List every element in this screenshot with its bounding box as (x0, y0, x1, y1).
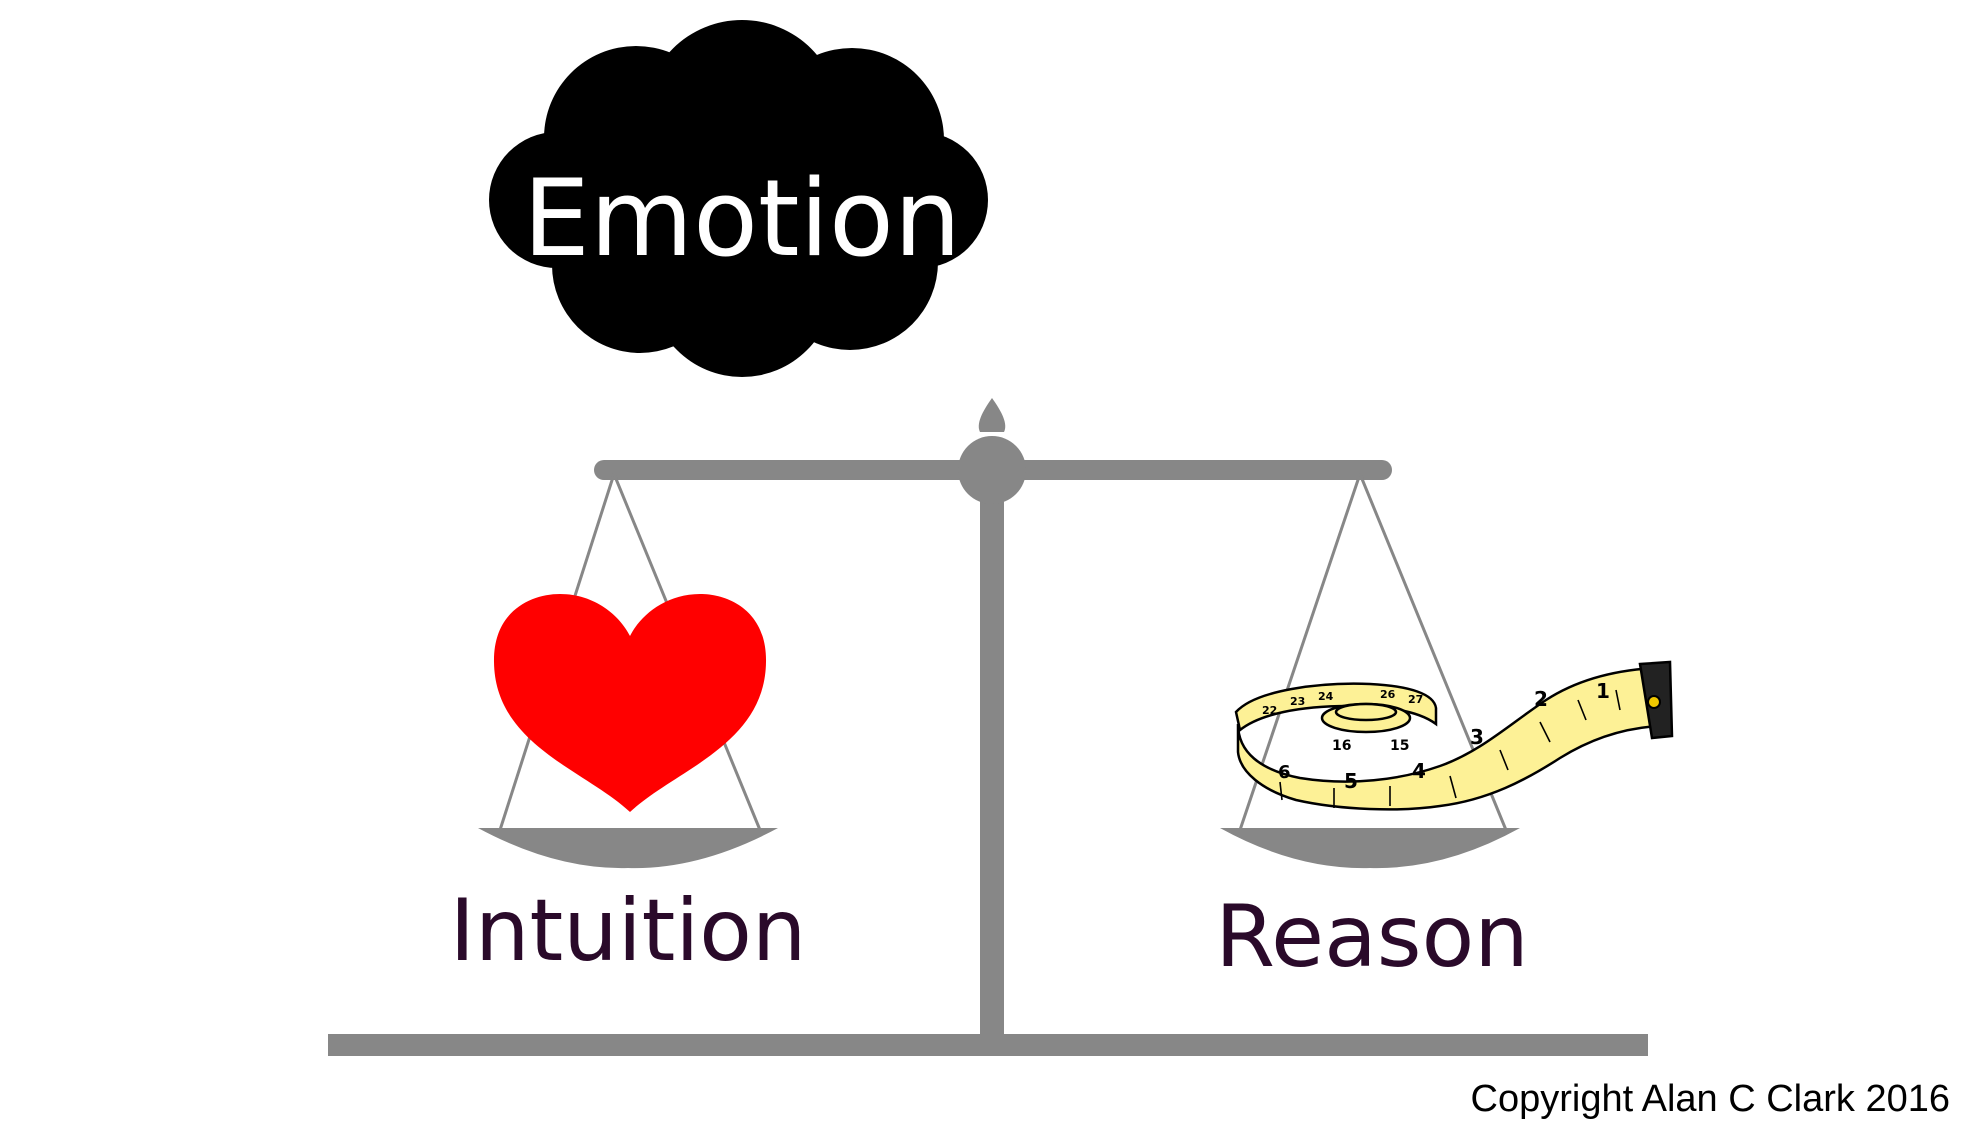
emotion-label: Emotion (523, 157, 961, 280)
scale (328, 398, 1648, 1056)
heart-icon (493, 594, 767, 812)
svg-text:5: 5 (1344, 769, 1358, 793)
scale-base (328, 1034, 1648, 1056)
svg-text:6: 6 (1278, 762, 1291, 783)
intuition-label: Intuition (450, 881, 807, 981)
right-pan-dish (1220, 828, 1520, 869)
tape-numbers: 6 5 4 3 2 1 16 15 22 23 24 26 27 (1262, 679, 1610, 793)
left-pan: Intuition (450, 473, 807, 981)
left-pan-dish (478, 828, 778, 869)
svg-text:24: 24 (1318, 690, 1334, 703)
emotion-cloud: Emotion (489, 20, 988, 377)
copyright-text: Copyright Alan C Clark 2016 (1471, 1078, 1950, 1120)
svg-text:22: 22 (1262, 704, 1277, 717)
svg-text:3: 3 (1470, 725, 1484, 749)
svg-text:16: 16 (1332, 738, 1351, 754)
svg-text:15: 15 (1390, 738, 1409, 754)
svg-text:4: 4 (1412, 759, 1426, 783)
scale-pivot (958, 436, 1026, 504)
svg-text:23: 23 (1290, 695, 1305, 708)
reason-label: Reason (1215, 887, 1528, 987)
tape-measure-icon (1234, 660, 1674, 811)
svg-text:27: 27 (1408, 693, 1423, 706)
right-pan: 6 5 4 3 2 1 16 15 22 23 24 26 27 Reason (1215, 473, 1674, 987)
svg-text:1: 1 (1596, 679, 1610, 703)
svg-text:26: 26 (1380, 688, 1396, 701)
scale-post (980, 470, 1004, 1040)
scale-finial (978, 398, 1006, 432)
svg-text:2: 2 (1534, 687, 1548, 711)
